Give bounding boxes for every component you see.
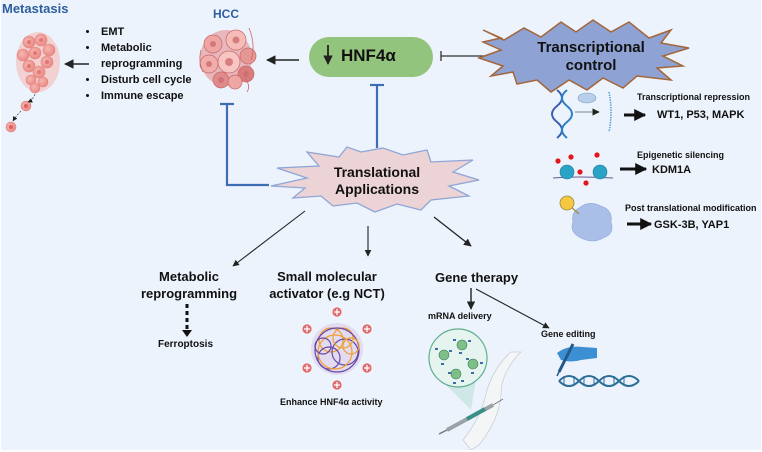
nucleosome-methylation-icon xyxy=(552,152,614,186)
small-molecule-activator-label: Small molecular activator (e.g NCT) xyxy=(265,268,389,302)
label-line: Metabolic xyxy=(159,269,219,284)
metastasis-title: Metastasis xyxy=(2,1,69,16)
bullet-item: Immune escape xyxy=(99,88,192,104)
arrow-to-metabolic xyxy=(232,210,306,267)
hcc-tumor-icon xyxy=(199,27,257,93)
syringe-icon xyxy=(438,398,504,435)
label-line: reprogramming xyxy=(140,286,238,301)
phosphorylated-protein-icon xyxy=(559,195,613,242)
metabolic-reprogramming-label: Metabolic reprogramming xyxy=(137,268,241,302)
mechanism-title: Epigenetic silencing xyxy=(637,150,725,160)
arrow-to-gene-therapy xyxy=(433,216,472,247)
label-line: control xyxy=(565,57,617,74)
label-line: activator (e.g NCT) xyxy=(269,286,385,301)
mrna-delivery-icon xyxy=(428,328,522,450)
inhibition-translational-to-hcc xyxy=(225,104,269,187)
label-line: Transcriptional xyxy=(537,39,645,56)
mechanism-targets: KDM1A xyxy=(652,164,692,176)
gene-editing-icon xyxy=(556,343,640,387)
hcc-title: HCC xyxy=(213,7,239,21)
mrna-delivery-label: mRNA delivery xyxy=(428,311,492,321)
translational-applications-label: Translational Applications xyxy=(331,164,423,198)
arrow-to-gene-editing xyxy=(475,288,550,329)
enhance-activity-caption: Enhance HNF4α activity xyxy=(280,397,383,407)
mechanism-targets: GSK-3B, YAP1 xyxy=(654,219,730,231)
metastasis-bullet-list: EMT Metabolic reprogramming Disturb cell… xyxy=(85,24,192,104)
transcriptional-control-star xyxy=(476,19,690,93)
label-line: Applications xyxy=(334,181,419,197)
bullet-item: Metabolic reprogramming xyxy=(99,40,182,72)
nanoparticle-icon xyxy=(301,306,373,391)
ferroptosis-label: Ferroptosis xyxy=(158,339,214,350)
mechanism-title: Post translational modification xyxy=(625,203,757,213)
bullet-item: Disturb cell cycle xyxy=(99,72,192,88)
transcriptional-control-label: Transcriptional control xyxy=(535,39,647,75)
dna-transcription-icon xyxy=(551,89,612,139)
label-line: Small molecular xyxy=(277,269,377,284)
bullet-item: EMT xyxy=(99,24,192,40)
mechanism-title: Transcriptional repression xyxy=(637,92,751,102)
metastasis-cell-cluster-icon xyxy=(5,32,60,133)
translational-applications-star xyxy=(270,146,480,213)
hnf4a-pill xyxy=(309,37,433,77)
label-line: Translational xyxy=(333,164,421,180)
hnf4a-label: HNF4α xyxy=(341,46,396,65)
gene-editing-label: Gene editing xyxy=(541,329,596,339)
gene-therapy-label: Gene therapy xyxy=(435,270,519,285)
mechanism-targets: WT1, P53, MAPK xyxy=(657,109,745,121)
